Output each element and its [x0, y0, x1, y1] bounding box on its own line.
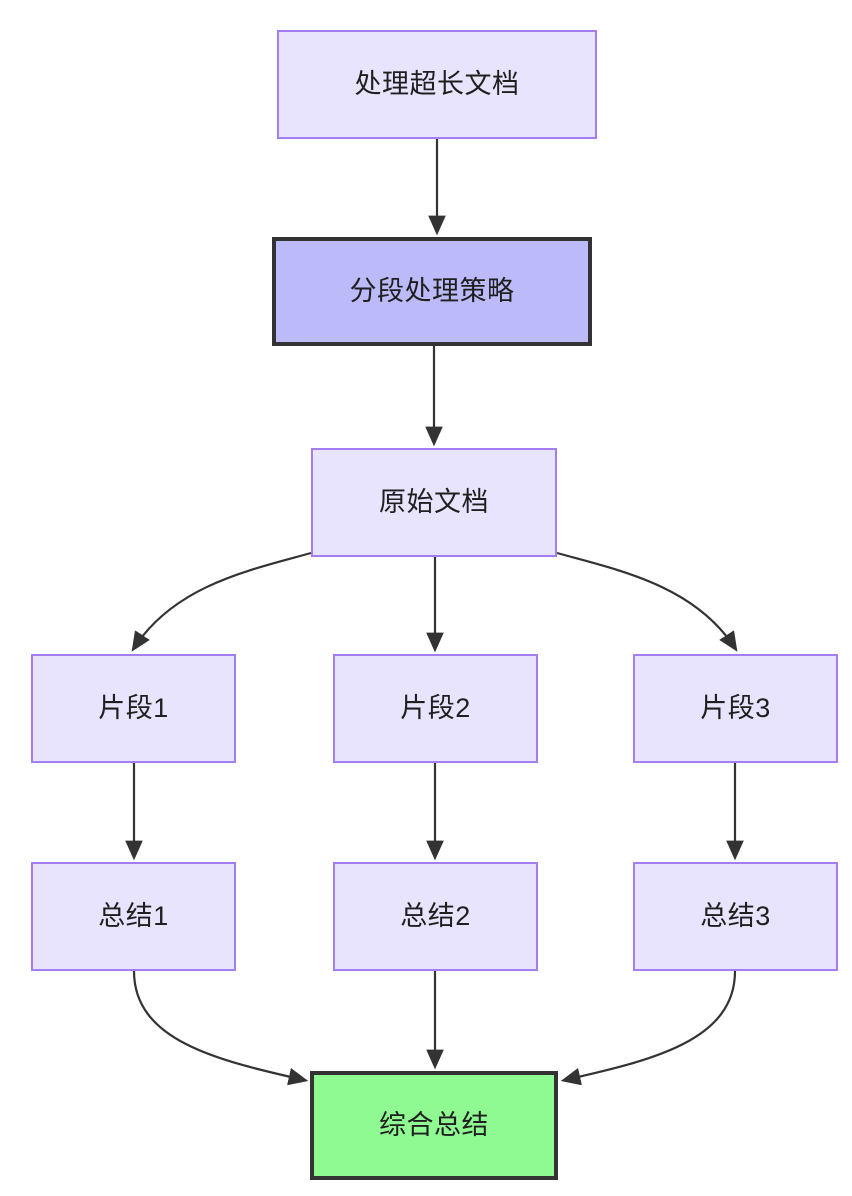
node-label: 处理超长文档: [354, 69, 520, 100]
node-s2[interactable]: 总结2: [333, 862, 538, 971]
node-label: 片段2: [400, 693, 471, 724]
node-label: 总结3: [700, 901, 771, 932]
node-n2[interactable]: 分段处理策略: [272, 237, 592, 346]
node-f1[interactable]: 片段1: [31, 654, 236, 763]
node-label: 分段处理策略: [349, 276, 515, 307]
edges-group: [125, 139, 744, 1086]
node-label: 综合总结: [379, 1110, 489, 1141]
node-label: 总结2: [400, 901, 471, 932]
edge-s3-to-n4: [560, 970, 737, 1086]
node-f2[interactable]: 片段2: [333, 654, 538, 763]
node-n3[interactable]: 原始文档: [311, 448, 557, 557]
node-label: 总结1: [98, 901, 169, 932]
node-label: 片段1: [98, 693, 169, 724]
node-label: 片段3: [700, 693, 771, 724]
edge-n3-to-f1: [131, 551, 312, 652]
edge-n3-to-f3: [556, 551, 738, 652]
node-f3[interactable]: 片段3: [633, 654, 838, 763]
node-n1[interactable]: 处理超长文档: [277, 30, 597, 139]
node-n4[interactable]: 综合总结: [310, 1071, 558, 1180]
node-s1[interactable]: 总结1: [31, 862, 236, 971]
edge-s1-to-n4: [132, 970, 309, 1086]
node-label: 原始文档: [379, 487, 489, 518]
node-s3[interactable]: 总结3: [633, 862, 838, 971]
